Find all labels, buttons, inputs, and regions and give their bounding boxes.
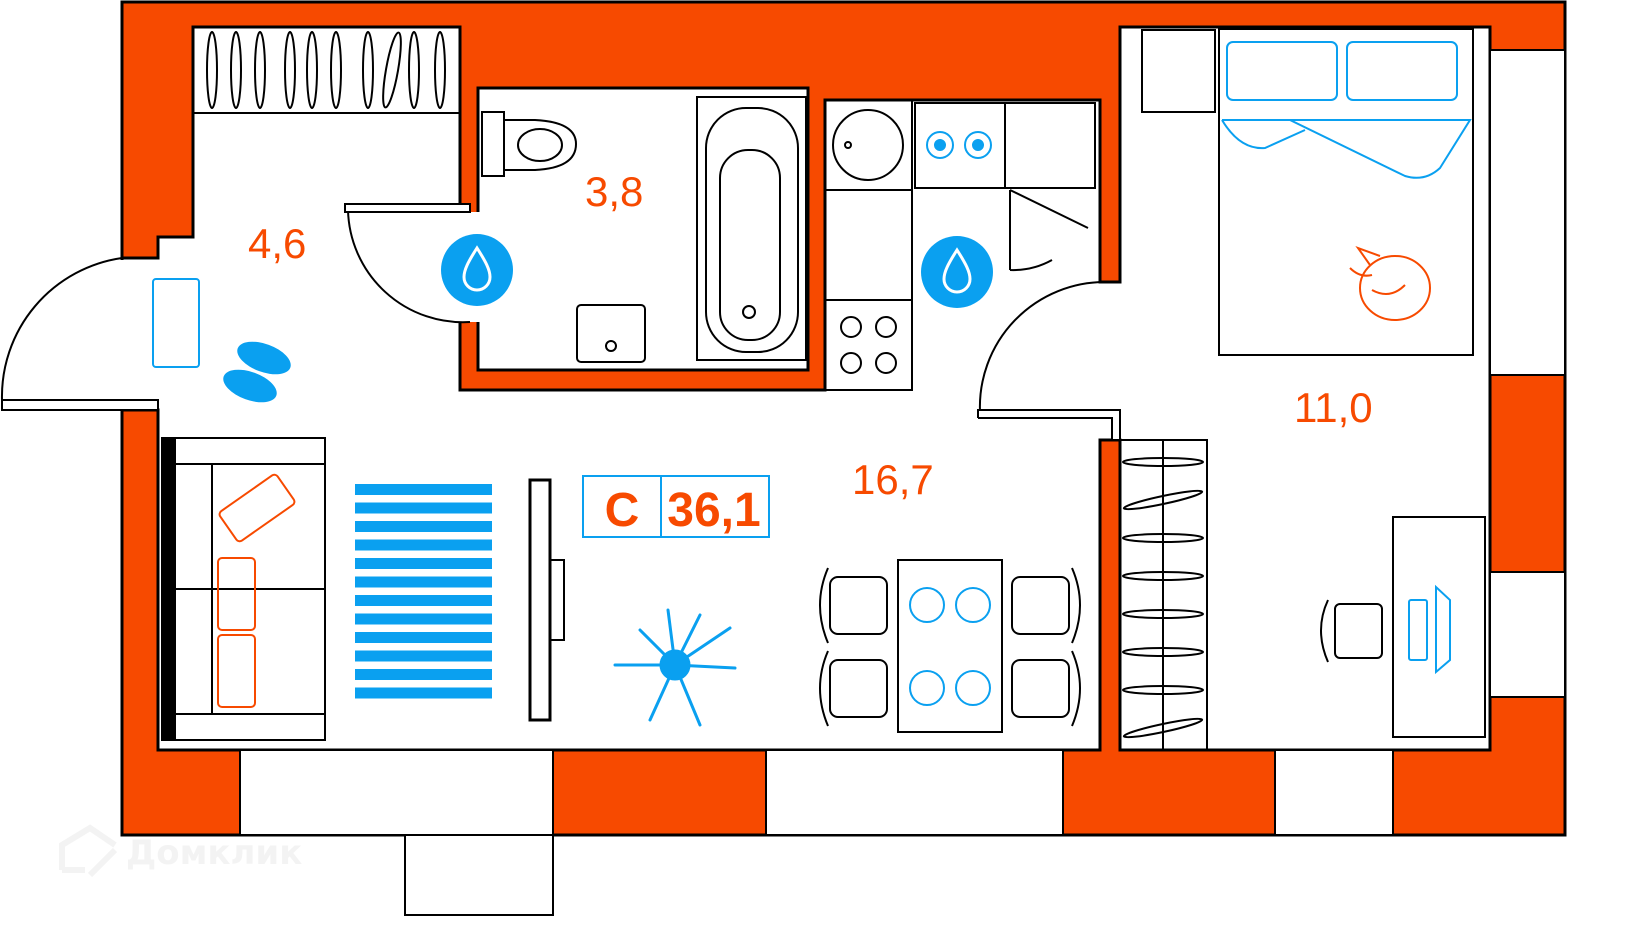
rug-stripe — [355, 521, 492, 532]
rug-stripe — [355, 576, 492, 588]
rug-stripe — [355, 613, 492, 625]
rug-stripe — [355, 484, 492, 495]
desk — [1320, 516, 1486, 738]
area-label-living: 16,7 — [852, 456, 934, 503]
window — [1489, 571, 1566, 698]
balcony — [404, 834, 554, 916]
plant-icon — [613, 608, 737, 727]
area-label-hallway: 4,6 — [248, 220, 306, 267]
table-plates — [909, 587, 991, 706]
rug-stripe — [355, 687, 492, 699]
dining-set — [819, 559, 1081, 733]
cat-icon — [1349, 245, 1431, 321]
hanger — [1122, 457, 1204, 467]
toilet — [481, 111, 578, 177]
area-label-bedroom: 11,0 — [1294, 384, 1373, 431]
hob — [824, 299, 913, 391]
bathtub — [696, 96, 807, 361]
rug-stripe — [355, 650, 492, 662]
watermark-house-icon — [59, 824, 118, 878]
hanger — [1122, 685, 1204, 695]
hanger — [1122, 571, 1204, 581]
entrance-opening — [118, 260, 162, 408]
sofa — [161, 437, 326, 741]
windows — [239, 49, 1566, 836]
kitchen — [824, 99, 1096, 391]
stove-burners — [926, 131, 992, 159]
bathroom-sink — [576, 304, 646, 363]
bathroom-door — [347, 209, 471, 324]
rug-stripe — [355, 595, 492, 606]
water-drop-icon — [921, 236, 993, 308]
entrance-door-leaf — [1, 399, 159, 411]
rug-stripe — [355, 502, 492, 514]
window — [239, 749, 554, 836]
hanger — [1122, 489, 1204, 511]
slippers-icon — [223, 341, 291, 403]
monitor-icon — [1408, 584, 1451, 675]
nightstand — [1141, 29, 1216, 113]
rug-stripe — [355, 539, 492, 551]
apartment-badge: С 36,1 — [582, 475, 770, 538]
bedroom-door — [978, 281, 1106, 413]
rug-stripe — [355, 669, 492, 680]
area-label-bathroom: 3,8 — [585, 168, 643, 215]
dining-table — [897, 559, 1003, 733]
bathroom-door-leaf — [344, 203, 471, 213]
tv-stand — [528, 478, 565, 722]
hanger — [1122, 533, 1204, 543]
window — [765, 749, 1064, 836]
bedroom-wardrobe — [1119, 439, 1208, 751]
hallway-wardrobe — [192, 26, 461, 114]
bed-linen — [1221, 41, 1472, 179]
apartment-type: С — [605, 484, 640, 537]
closet-door — [1009, 189, 1089, 272]
doors — [0, 189, 1121, 441]
entrance-door — [0, 257, 123, 401]
hallway-mat — [152, 278, 200, 368]
watermark: Домклик — [59, 824, 302, 878]
bed — [1218, 28, 1474, 356]
hanger — [1122, 717, 1204, 739]
hanger — [1122, 647, 1204, 657]
striped-rug — [355, 484, 492, 699]
bathroom-space — [476, 86, 810, 372]
window — [1274, 749, 1394, 836]
fridge — [1004, 102, 1096, 189]
watermark-text: Домклик — [126, 833, 302, 873]
bedroom-door-opening — [1098, 284, 1122, 410]
sofa-pillows — [217, 473, 296, 708]
water-drop-icon — [441, 234, 513, 306]
rug-stripe — [355, 558, 492, 569]
hanger — [1122, 609, 1204, 619]
rug-stripe — [355, 632, 492, 643]
total-area: 36,1 — [667, 484, 760, 537]
window — [1489, 49, 1566, 376]
